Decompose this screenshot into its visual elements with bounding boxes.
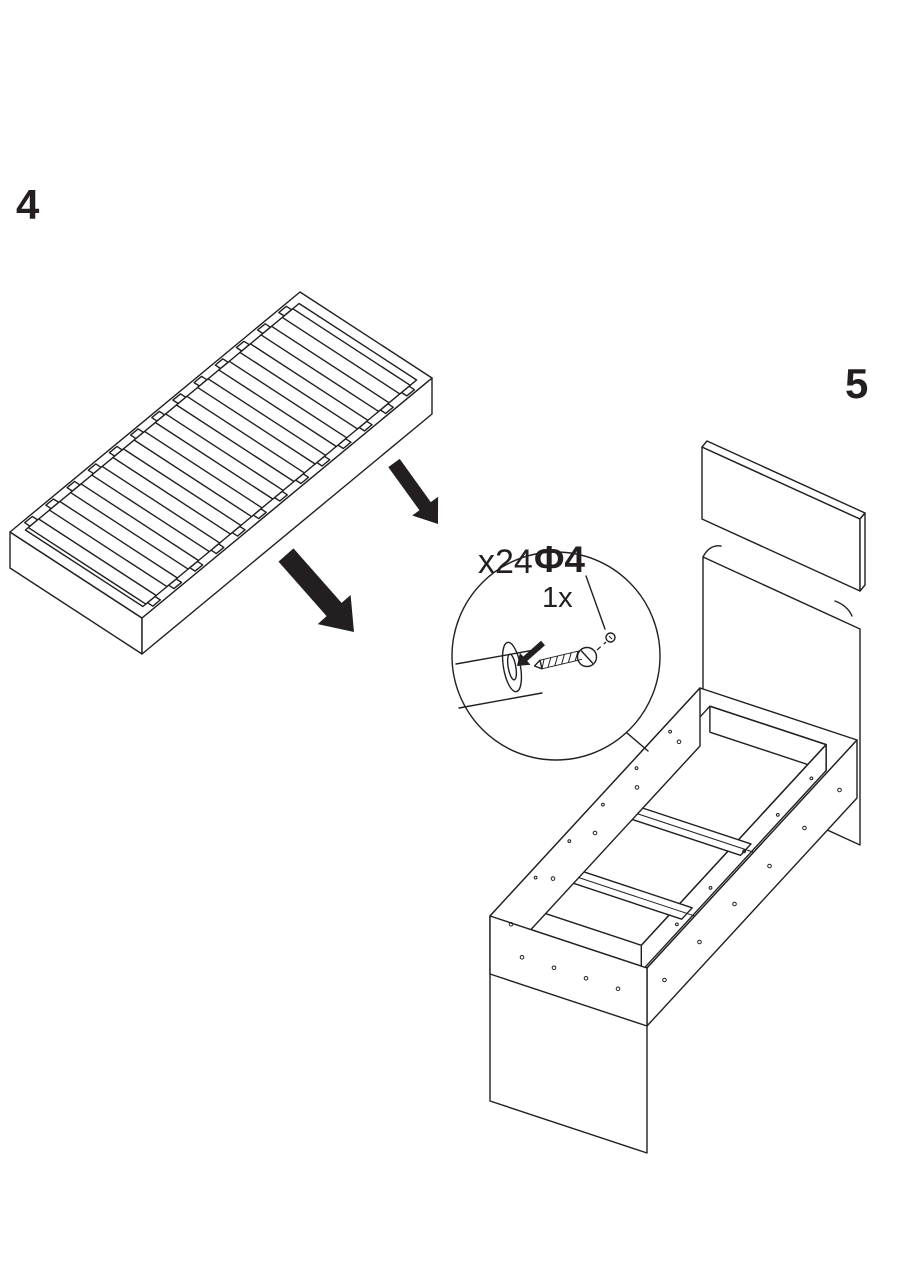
insertion-path-dashed [596,641,607,651]
insertion-arrow [517,640,545,666]
slat [196,378,327,465]
pilot-hole-dot [708,886,713,890]
pilot-hole-dot [675,922,679,927]
arrow-small-down-right [388,458,439,524]
pilot-hole-dot [567,839,572,843]
pilot-hole-dot [533,875,538,880]
headboard-notch-right [834,600,853,617]
slatted-base-illustration [9,291,433,655]
pilot-hole-dot [550,876,556,881]
screw-tip [533,659,543,670]
cross-rail-bracket [745,849,754,853]
slat [218,360,348,448]
screw-thread [547,657,552,668]
pilot-hole-dot [676,739,682,745]
pilot-hole-dot [601,802,605,807]
pilot-hole-dot [615,986,621,992]
slat [239,343,369,430]
pilot-hole-dot [809,776,814,781]
label-leader-line [585,575,606,630]
pilot-hole-dot [668,729,672,734]
slat [91,465,221,553]
slat [27,518,157,605]
slat [281,308,411,395]
bed-frame-illustration [489,440,866,1154]
pilot-hole [605,632,616,643]
pilot-hole-mark [608,635,613,640]
placement-arrows [278,458,439,632]
pilot-hole-dot [742,849,746,854]
pilot-hole-dot [662,977,667,983]
rail-hole-profile-inner [506,653,518,681]
headboard-top-board-side-edge [859,512,866,592]
cross-rail-ridge [573,875,688,914]
magnified-rail-edge [455,648,541,665]
slat [154,413,284,500]
cross-rail-bracket [686,912,695,917]
pilot-hole-dot [697,939,702,945]
pilot-hole-dot [634,785,640,790]
screw-thread [561,654,565,665]
pilot-hole-dot [732,901,737,907]
screw-per-hole-label: 1x [542,582,573,614]
magnified-rail-edge [458,692,543,709]
pilot-hole-dot [508,921,514,927]
step-5-number: 5 [845,360,869,407]
slat [69,483,200,570]
screw-quantity-label: x24 [478,543,533,581]
pilot-hole-dot [775,813,780,817]
screw-detail-callout [451,551,661,761]
step-4-number: 4 [16,181,40,228]
callout-leader-line [626,732,649,752]
screw-shaft [539,650,581,661]
slat [112,448,242,535]
pilot-hole-dot [634,766,639,770]
pilot-hole-dot [802,825,807,831]
screw-size-label: Φ4 [534,539,585,580]
pilot-hole-dot [551,965,557,971]
slat [175,395,306,483]
headboard-notch-left [702,545,722,558]
slat [260,325,390,413]
screw-thread [574,651,579,662]
cross-rail-ridge [632,811,746,851]
pilot-hole-dot [767,863,772,869]
pilot-hole-dot [592,830,598,836]
slat [133,430,263,518]
pilot-hole-dot [519,955,525,960]
footboard-face [489,915,648,1154]
pilot-hole-dot [583,976,589,981]
screw-thread [567,652,572,663]
slat [48,500,179,588]
arrow-large-down-right [278,548,354,632]
screw-thread [554,655,559,666]
footboard-seam [489,973,648,1027]
screw-head-slot [580,650,594,664]
pilot-hole-dot [837,787,842,793]
